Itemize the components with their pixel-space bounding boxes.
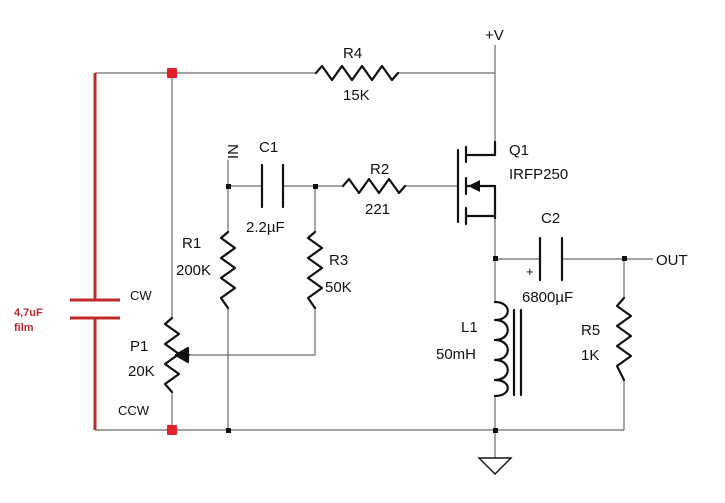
r1-ref: R1	[182, 235, 201, 252]
c2-ref: C2	[541, 210, 560, 227]
annotation-line-2: film	[14, 322, 34, 334]
r4-value: 15K	[343, 87, 370, 104]
q1-ref: Q1	[509, 142, 529, 159]
r5-value: 1K	[581, 347, 599, 364]
p1-cw-label: CW	[130, 288, 152, 303]
c1-value: 2.2µF	[246, 219, 285, 236]
input-label: IN	[225, 144, 242, 159]
output-label: OUT	[656, 252, 688, 269]
r5-ref: R5	[581, 322, 600, 339]
l1-ref: L1	[461, 319, 478, 336]
r3-value: 50K	[325, 279, 352, 296]
p1-value: 20K	[128, 363, 155, 380]
film-capacitor-4-7uf	[70, 73, 120, 430]
annotation-line-1: 4,7uF	[14, 307, 43, 319]
r2-ref: R2	[370, 161, 389, 178]
p1-ref: P1	[130, 338, 148, 355]
c2-polarity: +	[526, 264, 534, 279]
potentiometer-p1	[163, 316, 190, 394]
capacitor-c2	[538, 236, 564, 282]
resistor-r5	[615, 296, 633, 382]
p1-ccw-label: CCW	[118, 403, 150, 418]
junctions	[167, 68, 627, 435]
resistor-r1	[219, 230, 237, 310]
inductor-l1	[493, 300, 523, 398]
mosfet-q1	[456, 140, 497, 226]
l1-value: 50mH	[436, 346, 476, 363]
ground-symbol	[477, 457, 513, 475]
r4-ref: R4	[343, 45, 362, 62]
resistor-r4	[314, 64, 400, 82]
c1-ref: C1	[259, 139, 278, 156]
r3-ref: R3	[329, 252, 348, 269]
r1-value: 200K	[176, 262, 211, 279]
supply-label: +V	[485, 27, 504, 44]
capacitor-c1	[260, 163, 285, 209]
r2-value: 221	[365, 201, 390, 218]
wires	[95, 45, 653, 458]
q1-value: IRFP250	[509, 166, 568, 183]
resistor-r2	[341, 177, 407, 195]
resistor-r3	[306, 230, 324, 310]
c2-value: 6800µF	[522, 289, 573, 306]
